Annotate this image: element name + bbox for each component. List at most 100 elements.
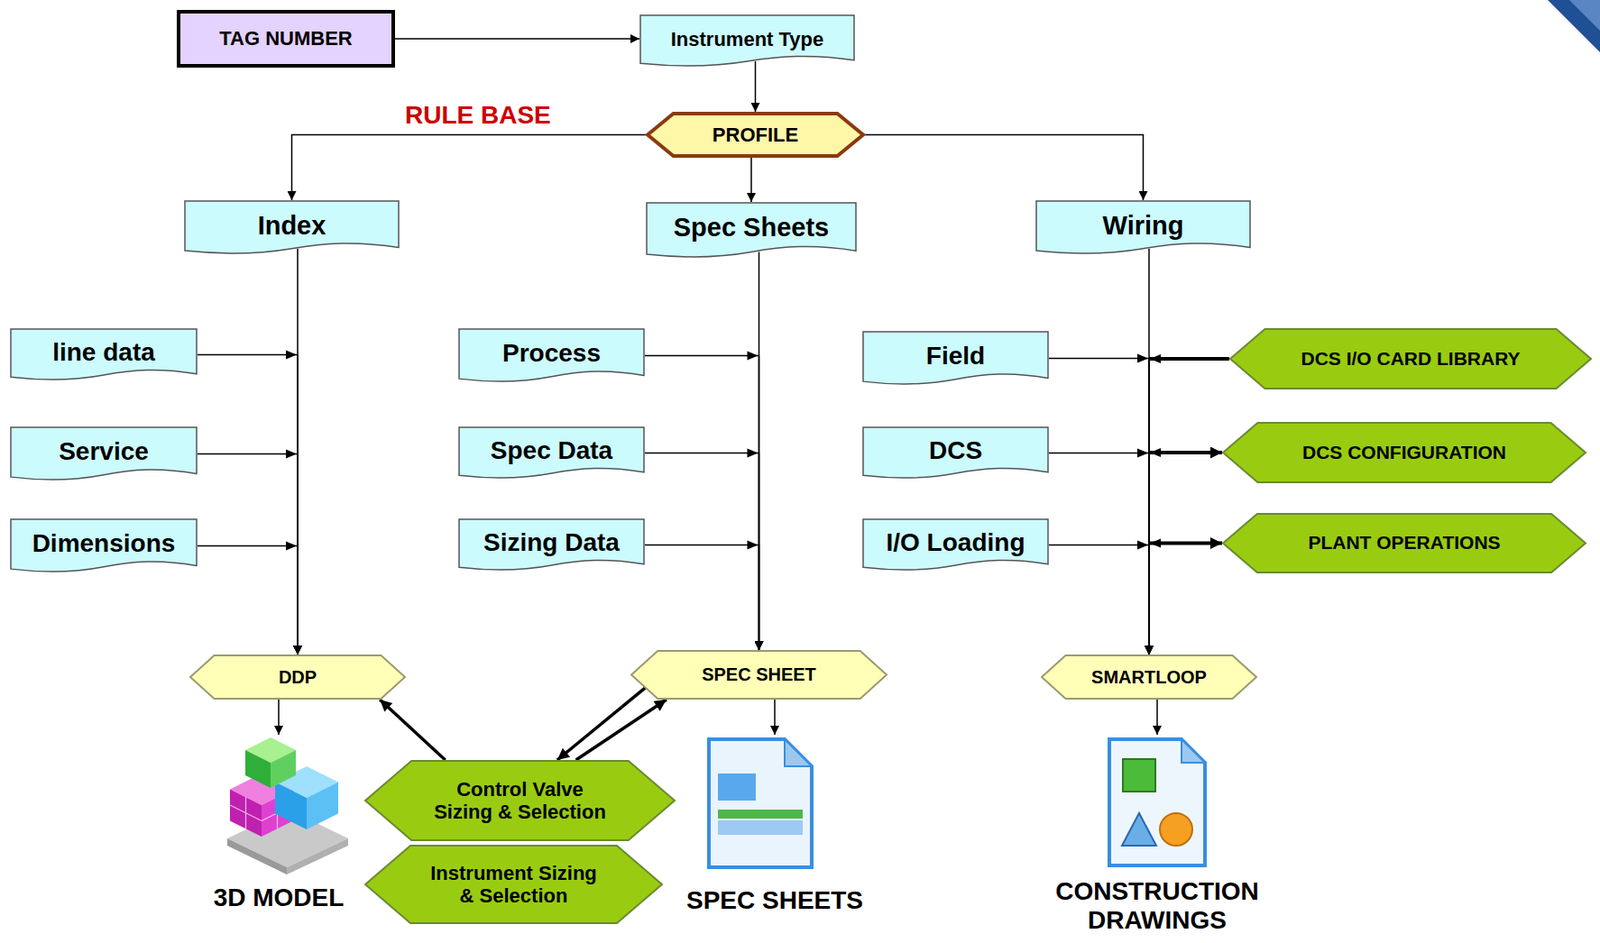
- connector-arrow: [758, 251, 760, 651]
- node-label: Index: [257, 211, 327, 241]
- document-box: Process: [458, 328, 645, 384]
- document-box: Spec Data: [458, 426, 645, 480]
- node-content: Instrument Type: [639, 14, 856, 68]
- connector-line: [1048, 544, 1150, 547]
- junction-arrowhead: [747, 351, 759, 361]
- connector-line: [296, 248, 299, 655]
- document-box: Index: [183, 200, 400, 256]
- connector-line: [197, 545, 298, 548]
- connector-line: [758, 356, 761, 652]
- connector-line: [1156, 699, 1159, 736]
- node-label: CONSTRUCTION DRAWINGS: [1042, 877, 1272, 936]
- library-hexagon: Instrument Sizing & Selection: [364, 845, 663, 925]
- spec-sheet-icon: [708, 739, 812, 868]
- cube-icon: [227, 737, 349, 875]
- connector-line: [1148, 543, 1150, 656]
- connector-line: [379, 699, 446, 761]
- library-hexagon: PLANT OPERATIONS: [1222, 513, 1587, 574]
- connector-arrow: [1149, 539, 1223, 656]
- connector-line: [296, 546, 299, 656]
- document-box: I/O Loading: [862, 518, 1049, 572]
- connector-arrow: [395, 38, 640, 40]
- document-box: Service: [9, 426, 198, 482]
- junction-arrowhead: [747, 449, 759, 459]
- document-box: Sizing Data: [458, 518, 645, 572]
- node-label: Instrument Type: [671, 27, 825, 51]
- node-label: DCS: [928, 436, 983, 466]
- node-label: SMARTLOOP: [1091, 667, 1207, 689]
- connector-arrow: [197, 542, 298, 656]
- connector-line: [1148, 452, 1150, 655]
- library-hexagon: DCS CONFIGURATION: [1222, 422, 1587, 484]
- node-content: PLANT OPERATIONS: [1222, 513, 1587, 574]
- output-hexagon: SMARTLOOP: [1040, 654, 1258, 700]
- connector-line: [395, 37, 640, 40]
- junction-arrowhead: [285, 450, 297, 460]
- node-label: Process: [502, 339, 601, 368]
- connector-line: [1048, 452, 1150, 455]
- connector-arrow: [1149, 354, 1230, 655]
- drawing-icon: [1109, 739, 1205, 866]
- junction-arrowhead: [1149, 448, 1161, 458]
- output-hexagon: SPEC SHEET: [630, 650, 888, 700]
- connector-arrow: [754, 61, 756, 112]
- connector-line: [1148, 358, 1150, 656]
- connector-line: [1149, 357, 1230, 361]
- node-label: Wiring: [1103, 211, 1185, 241]
- junction-arrowhead: [1149, 539, 1161, 549]
- connector-arrow: [1048, 354, 1150, 656]
- node-content: line data: [9, 328, 198, 382]
- connector-line: [644, 544, 760, 547]
- connector-arrow: [644, 541, 760, 652]
- node-label: PROFILE: [712, 123, 799, 147]
- connector-arrow: [292, 135, 647, 202]
- document-box: Spec Sheets: [645, 202, 857, 259]
- connector-line: [197, 453, 298, 456]
- connector-line: [277, 699, 280, 736]
- connector-arrow: [1048, 449, 1150, 656]
- tag-box: TAG NUMBER: [176, 9, 396, 68]
- document-box: Wiring: [1035, 200, 1251, 256]
- node-label: SPEC SHEETS: [686, 886, 864, 916]
- junction-arrowhead: [285, 350, 297, 360]
- document-box: Field: [862, 331, 1049, 387]
- node-content: Service: [9, 426, 198, 482]
- node-content: Index: [183, 200, 400, 256]
- node-content: CONSTRUCTION DRAWINGS: [1040, 735, 1274, 936]
- junction-arrowhead: [285, 542, 297, 552]
- node-label: DDP: [278, 667, 317, 689]
- node-label: Sizing Data: [483, 528, 620, 558]
- node-content: Spec Sheets: [645, 202, 857, 259]
- library-hexagon: Control Valve Sizing & Selection: [364, 760, 676, 842]
- connector-line: [758, 251, 761, 651]
- connector-line: [758, 453, 761, 652]
- connector-arrow: [379, 699, 446, 761]
- connector-line: [296, 454, 299, 656]
- node-label: DCS I/O CARD LIBRARY: [1300, 348, 1520, 370]
- document-box: DCS: [862, 426, 1049, 480]
- junction-arrowhead: [1149, 354, 1161, 364]
- node-content: Control Valve Sizing & Selection: [364, 760, 676, 842]
- connector-arrow: [644, 449, 760, 652]
- node-content: SPEC SHEET: [630, 650, 888, 700]
- node-label: PLANT OPERATIONS: [1307, 532, 1500, 554]
- connector-line: [644, 355, 760, 358]
- node-content: DDP: [189, 654, 406, 700]
- node-label: line data: [52, 338, 156, 368]
- node-label: Control Valve Sizing & Selection: [402, 778, 638, 825]
- connector-line: [1148, 453, 1150, 656]
- node-content: Wiring: [1035, 200, 1251, 256]
- connector-line: [197, 354, 298, 357]
- connector-arrow: [557, 687, 646, 761]
- node-content: DCS CONFIGURATION: [1222, 422, 1587, 484]
- connector-line: [1048, 358, 1150, 360]
- document-box: Instrument Type: [639, 14, 856, 68]
- node-label: TAG NUMBER: [219, 27, 352, 50]
- node-content: TAG NUMBER: [180, 13, 392, 65]
- node-content: DCS I/O CARD LIBRARY: [1229, 328, 1592, 390]
- junction-arrowhead: [1137, 354, 1149, 364]
- connector-line: [644, 452, 760, 455]
- connector-arrow: [1048, 541, 1150, 656]
- rule-base-label: RULE BASE: [404, 101, 552, 130]
